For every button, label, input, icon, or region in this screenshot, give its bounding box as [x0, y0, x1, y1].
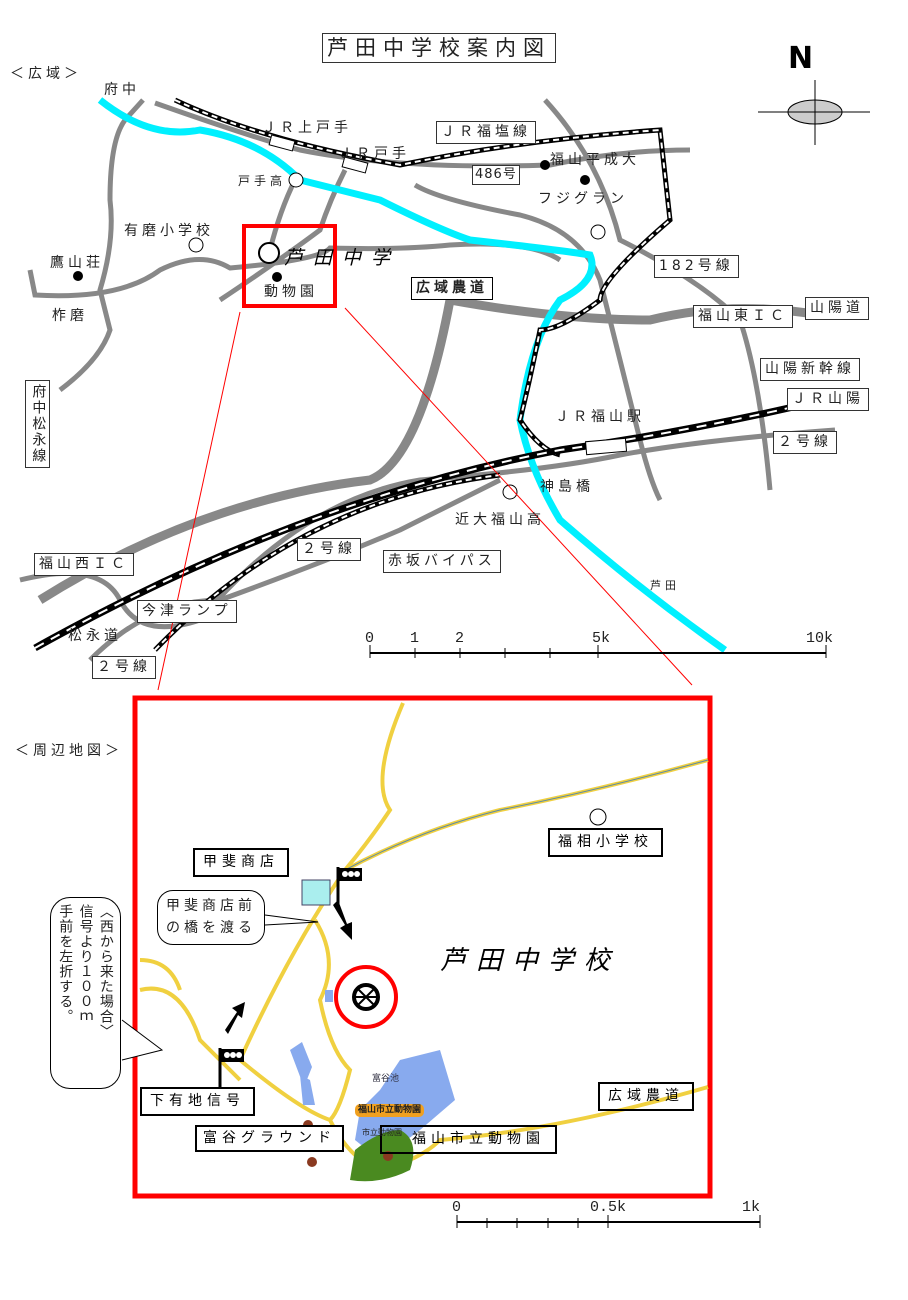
detail-map-frame [132, 695, 713, 1199]
label-route-2-center: ２号線 [297, 538, 361, 562]
ponds [290, 990, 333, 1105]
label-jr-tode: ＪＲ戸手 [338, 146, 410, 162]
label-zoo-map: 福山市立動物園 [355, 1104, 425, 1117]
scale-label: 10k [806, 630, 834, 647]
sanyo-expressway [37, 294, 821, 604]
scale-label: 0.5k [590, 1199, 627, 1216]
label-imazu-ramp: 今津ランプ [137, 600, 237, 624]
label-koiki-nodo-detail: 広域農道 [598, 1082, 694, 1112]
label-fuchu-matsunaga-line: 府中松永線 [25, 380, 51, 468]
label-arima-elem: 有磨小学校 [124, 223, 214, 239]
school-area-highlight [242, 224, 337, 308]
label-ashida-jhs-detail: 芦田中学校 [440, 946, 621, 976]
label-ashida-river: 芦田 [650, 579, 680, 592]
label-fukuyama-nishi-ic: 福山西ＩＣ [34, 553, 134, 577]
traffic-signal-icon [336, 867, 362, 910]
label-jr-kamitode: ＪＲ上戸手 [262, 120, 352, 136]
callout-west-route: 〈西から来た場合〉 信号より１００ｍ 手前を左折する。 [50, 897, 121, 1089]
place-dots [73, 160, 590, 282]
traffic-signal-icon [218, 1048, 244, 1088]
label-jr-sanyo: ＪＲ山陽 [787, 388, 869, 412]
callout-line: 信号より１００ｍ [77, 904, 94, 1024]
scale-label: 1 [410, 630, 420, 647]
callout-kai-bridge: 甲斐商店前 の橋を渡る [157, 890, 265, 945]
label-sakuma: 柞磨 [52, 308, 88, 324]
label-fukuyama-zoo: 福山市立動物園 [380, 1125, 557, 1155]
school-icon [589, 808, 607, 826]
label-fukuyama-heisei-univ: 福山平成大 [550, 152, 640, 168]
label-jr-fukuen-line: ＪＲ福塩線 [436, 121, 536, 145]
shop-icon [301, 879, 331, 906]
label-shimoarichi-signal: 下有地信号 [140, 1087, 255, 1117]
label-kindai-fukuyama-high: 近大福山高 [455, 512, 545, 528]
label-koiki-nodo-wide: 広域農道 [411, 277, 493, 301]
leader-line [344, 307, 693, 686]
label-kojima-bridge: 神島橋 [540, 479, 594, 495]
label-tode-high: 戸手高 [238, 174, 287, 188]
svg-text:N: N [788, 41, 813, 76]
scale-label: 0 [452, 1199, 462, 1216]
label-ashida-jhs-wide: 芦田中学 [284, 247, 401, 269]
scale-label: 1k [742, 1199, 761, 1216]
label-route-2-east: ２号線 [773, 431, 837, 455]
label-kai-shop: 甲斐商店 [193, 848, 289, 878]
scale-label: 5k [592, 630, 611, 647]
school-icon [352, 983, 380, 1011]
school-icons [188, 172, 606, 500]
school-location-marker [334, 965, 398, 1029]
zoo-park [350, 1130, 414, 1182]
label-jr-fukuyama-station: ＪＲ福山駅 [555, 409, 645, 425]
callout-line: 〈西から来た場合〉 [97, 904, 114, 1039]
ashida-river [97, 97, 728, 653]
north-arrow-icon: N [758, 41, 870, 145]
callout-tail [121, 1019, 164, 1061]
page-title: 芦田中学校案内図 [322, 33, 556, 63]
callout-line: の橋を渡る [166, 920, 256, 937]
label-tomiya-pond: 富谷池 [372, 1074, 400, 1084]
label-route-182: 182号線 [654, 255, 739, 279]
leader-line [157, 311, 241, 691]
direction-arrow-icon [333, 900, 352, 940]
label-fukuyama-higashi-ic: 福山東ＩＣ [693, 305, 793, 329]
label-takayamaso: 鷹山荘 [50, 255, 104, 271]
label-route-2-west: ２号線 [92, 656, 156, 680]
scale-label: 2 [455, 630, 465, 647]
label-tomiya-ground: 富谷グラウンド [195, 1125, 344, 1153]
label-sanyo-shinkansen: 山陽新幹線 [760, 358, 860, 382]
label-route-486: 486号 [472, 165, 520, 186]
label-sanyo-expressway: 山陽道 [805, 297, 869, 321]
label-zoo: 動物園 [264, 284, 318, 300]
label-akasaka-bypass: 赤坂バイパス [383, 550, 501, 574]
callout-line: 甲斐商店前 [166, 898, 256, 914]
direction-arrow-icon [225, 1002, 245, 1034]
wide-scale-bar [369, 645, 827, 658]
scale-label: 0 [365, 630, 375, 647]
callout-line: 手前を左折する。 [57, 904, 74, 1024]
callout-tail [264, 914, 319, 926]
detail-scale-bar [456, 1215, 761, 1228]
label-fukuso-elem: 福相小学校 [548, 828, 663, 858]
wide-area-section-label: ＜広域＞ [10, 66, 82, 82]
label-matsunaga-road: 松永道 [68, 628, 122, 644]
label-zoo-small: 市立動物園 [362, 1128, 402, 1137]
label-fuchu: 府中 [104, 82, 140, 98]
label-fuji-grand: フジグラン [538, 191, 628, 207]
detail-area-section-label: ＜周辺地図＞ [15, 743, 123, 759]
